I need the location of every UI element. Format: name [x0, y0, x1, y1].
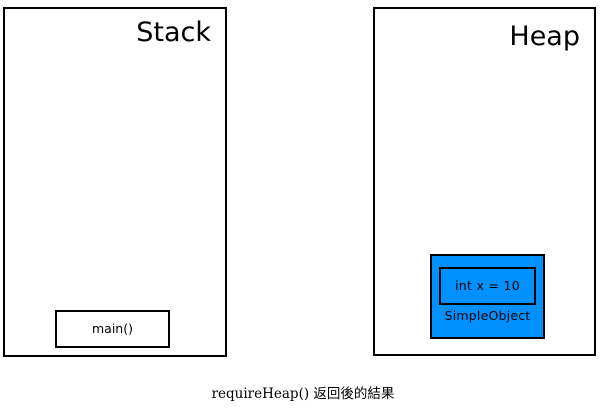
stack-region: Stack main() [3, 7, 227, 357]
stack-frame-label: main() [92, 320, 133, 336]
stack-frame-main: main() [55, 310, 170, 348]
heap-object-simpleobject: int x = 10 SimpleObject [430, 254, 545, 339]
heap-region-title: Heap [509, 21, 580, 52]
heap-region: Heap int x = 10 SimpleObject [373, 7, 596, 356]
object-name-label: SimpleObject [444, 308, 531, 323]
stack-region-title: Stack [136, 17, 211, 48]
object-field-text: int x = 10 [455, 277, 520, 293]
object-field-box: int x = 10 [439, 267, 536, 305]
diagram-caption: requireHeap() 返回後的結果 [211, 386, 395, 402]
